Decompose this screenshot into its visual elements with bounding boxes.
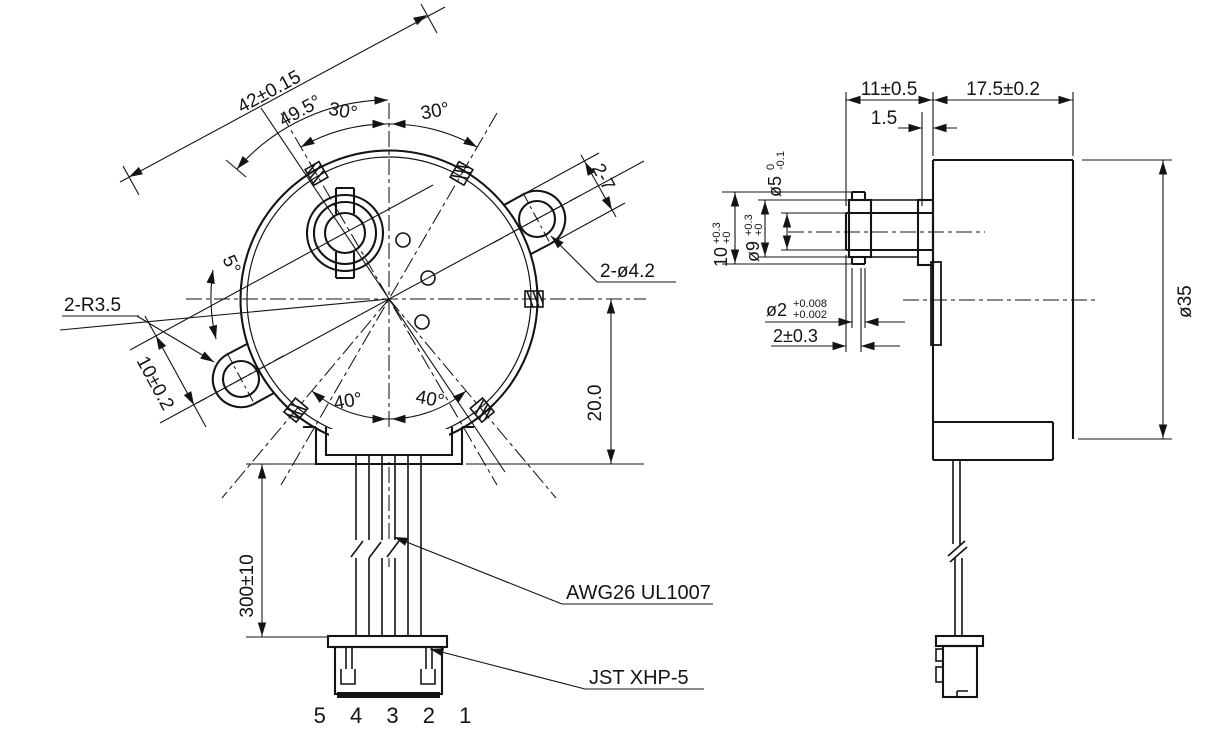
side-shaft bbox=[844, 190, 933, 266]
dim-pin-diameter: ø2 +0.008 +0.002 bbox=[766, 298, 827, 321]
dim-body-length: 17.5±0.2 bbox=[966, 79, 1040, 100]
mounting-ear-top-right bbox=[503, 189, 567, 255]
dim-angle-49-5: 49.5° bbox=[276, 91, 325, 131]
leader-ear-radius bbox=[62, 315, 215, 363]
leader-wire bbox=[393, 536, 713, 605]
label-pin-numbers: 5 4 3 2 1 bbox=[314, 703, 481, 728]
side-dimensions bbox=[722, 92, 1172, 440]
svg-text:0: 0 bbox=[765, 164, 777, 170]
output-shaft bbox=[305, 186, 385, 280]
dim-shaft-diameter: ø5 0 -0.1 bbox=[765, 151, 787, 197]
wire-bundle bbox=[348, 455, 422, 637]
dim-lead-length: 300±10 bbox=[237, 554, 258, 617]
svg-text:+0: +0 bbox=[753, 223, 765, 236]
front-view: 42±0.15 49.5° 30° 30° 2-7 2-ø4.2 2-R3.5 … bbox=[59, 3, 713, 728]
mounting-ear-bottom-left bbox=[211, 343, 275, 409]
side-centerlines bbox=[788, 231, 1098, 301]
side-shaft-collar bbox=[847, 198, 873, 259]
shaft-cross-pin bbox=[334, 186, 356, 280]
connector-front bbox=[326, 634, 449, 698]
dim-shaft-offset: 10±0.2 bbox=[132, 353, 178, 414]
motor-body-outline bbox=[239, 149, 539, 462]
dim-angle-30-right: 30° bbox=[419, 99, 451, 125]
side-body bbox=[916, 158, 1075, 462]
dim-angle-5: 5° bbox=[218, 252, 245, 277]
svg-text:+0: +0 bbox=[721, 231, 733, 244]
gearbox-holes bbox=[395, 232, 436, 330]
connector-side bbox=[934, 634, 985, 699]
svg-text:-0.1: -0.1 bbox=[775, 151, 787, 170]
dim-pin-length: 10 +0.3 +0 bbox=[711, 222, 733, 267]
svg-text:+0.002: +0.002 bbox=[793, 309, 827, 321]
svg-text:10: 10 bbox=[711, 247, 731, 267]
dim-angle-30-left: 30° bbox=[327, 99, 359, 125]
leader-connector bbox=[429, 648, 704, 690]
side-wire-cover bbox=[931, 422, 1055, 462]
centerlines bbox=[186, 103, 646, 570]
wire-exit-housing bbox=[303, 425, 474, 466]
front-dimensions bbox=[62, 3, 713, 690]
side-cross-pin bbox=[850, 190, 867, 266]
construction-lines bbox=[59, 107, 645, 473]
svg-text:+0.3: +0.3 bbox=[711, 222, 723, 244]
dim-wire-exit-height: 20.0 bbox=[585, 385, 606, 422]
dim-pin-position: 2±0.3 bbox=[773, 326, 818, 346]
label-connector-type: JST XHP-5 bbox=[589, 667, 689, 689]
svg-text:ø5: ø5 bbox=[765, 176, 785, 197]
side-view: 11±0.5 17.5±0.2 1.5 ø35 ø5 0 -0.1 10 +0.… bbox=[711, 79, 1196, 699]
dim-mount-holes: 2-ø4.2 bbox=[600, 261, 655, 282]
svg-text:ø9: ø9 bbox=[743, 241, 763, 262]
side-front-plate bbox=[930, 261, 942, 346]
dim-body-diameter: ø35 bbox=[1175, 285, 1196, 318]
svg-text:+0.008: +0.008 bbox=[793, 298, 827, 310]
svg-text:+0.3: +0.3 bbox=[743, 214, 755, 236]
svg-text:ø2: ø2 bbox=[766, 300, 787, 320]
dim-angle-40-right: 40° bbox=[414, 387, 446, 413]
crimp-tabs bbox=[282, 160, 544, 424]
side-pilot-boss bbox=[916, 198, 935, 267]
dim-boss-thickness: 1.5 bbox=[871, 108, 897, 129]
label-wire-spec: AWG26 UL1007 bbox=[566, 582, 711, 604]
side-wire bbox=[947, 460, 968, 637]
dim-angle-40-left: 40° bbox=[332, 389, 364, 415]
dim-ear-radius: 2-R3.5 bbox=[64, 295, 121, 316]
dim-shaft-protrusion: 11±0.5 bbox=[861, 79, 918, 100]
dim-boss-diameter: ø9 +0.3 +0 bbox=[743, 214, 765, 262]
